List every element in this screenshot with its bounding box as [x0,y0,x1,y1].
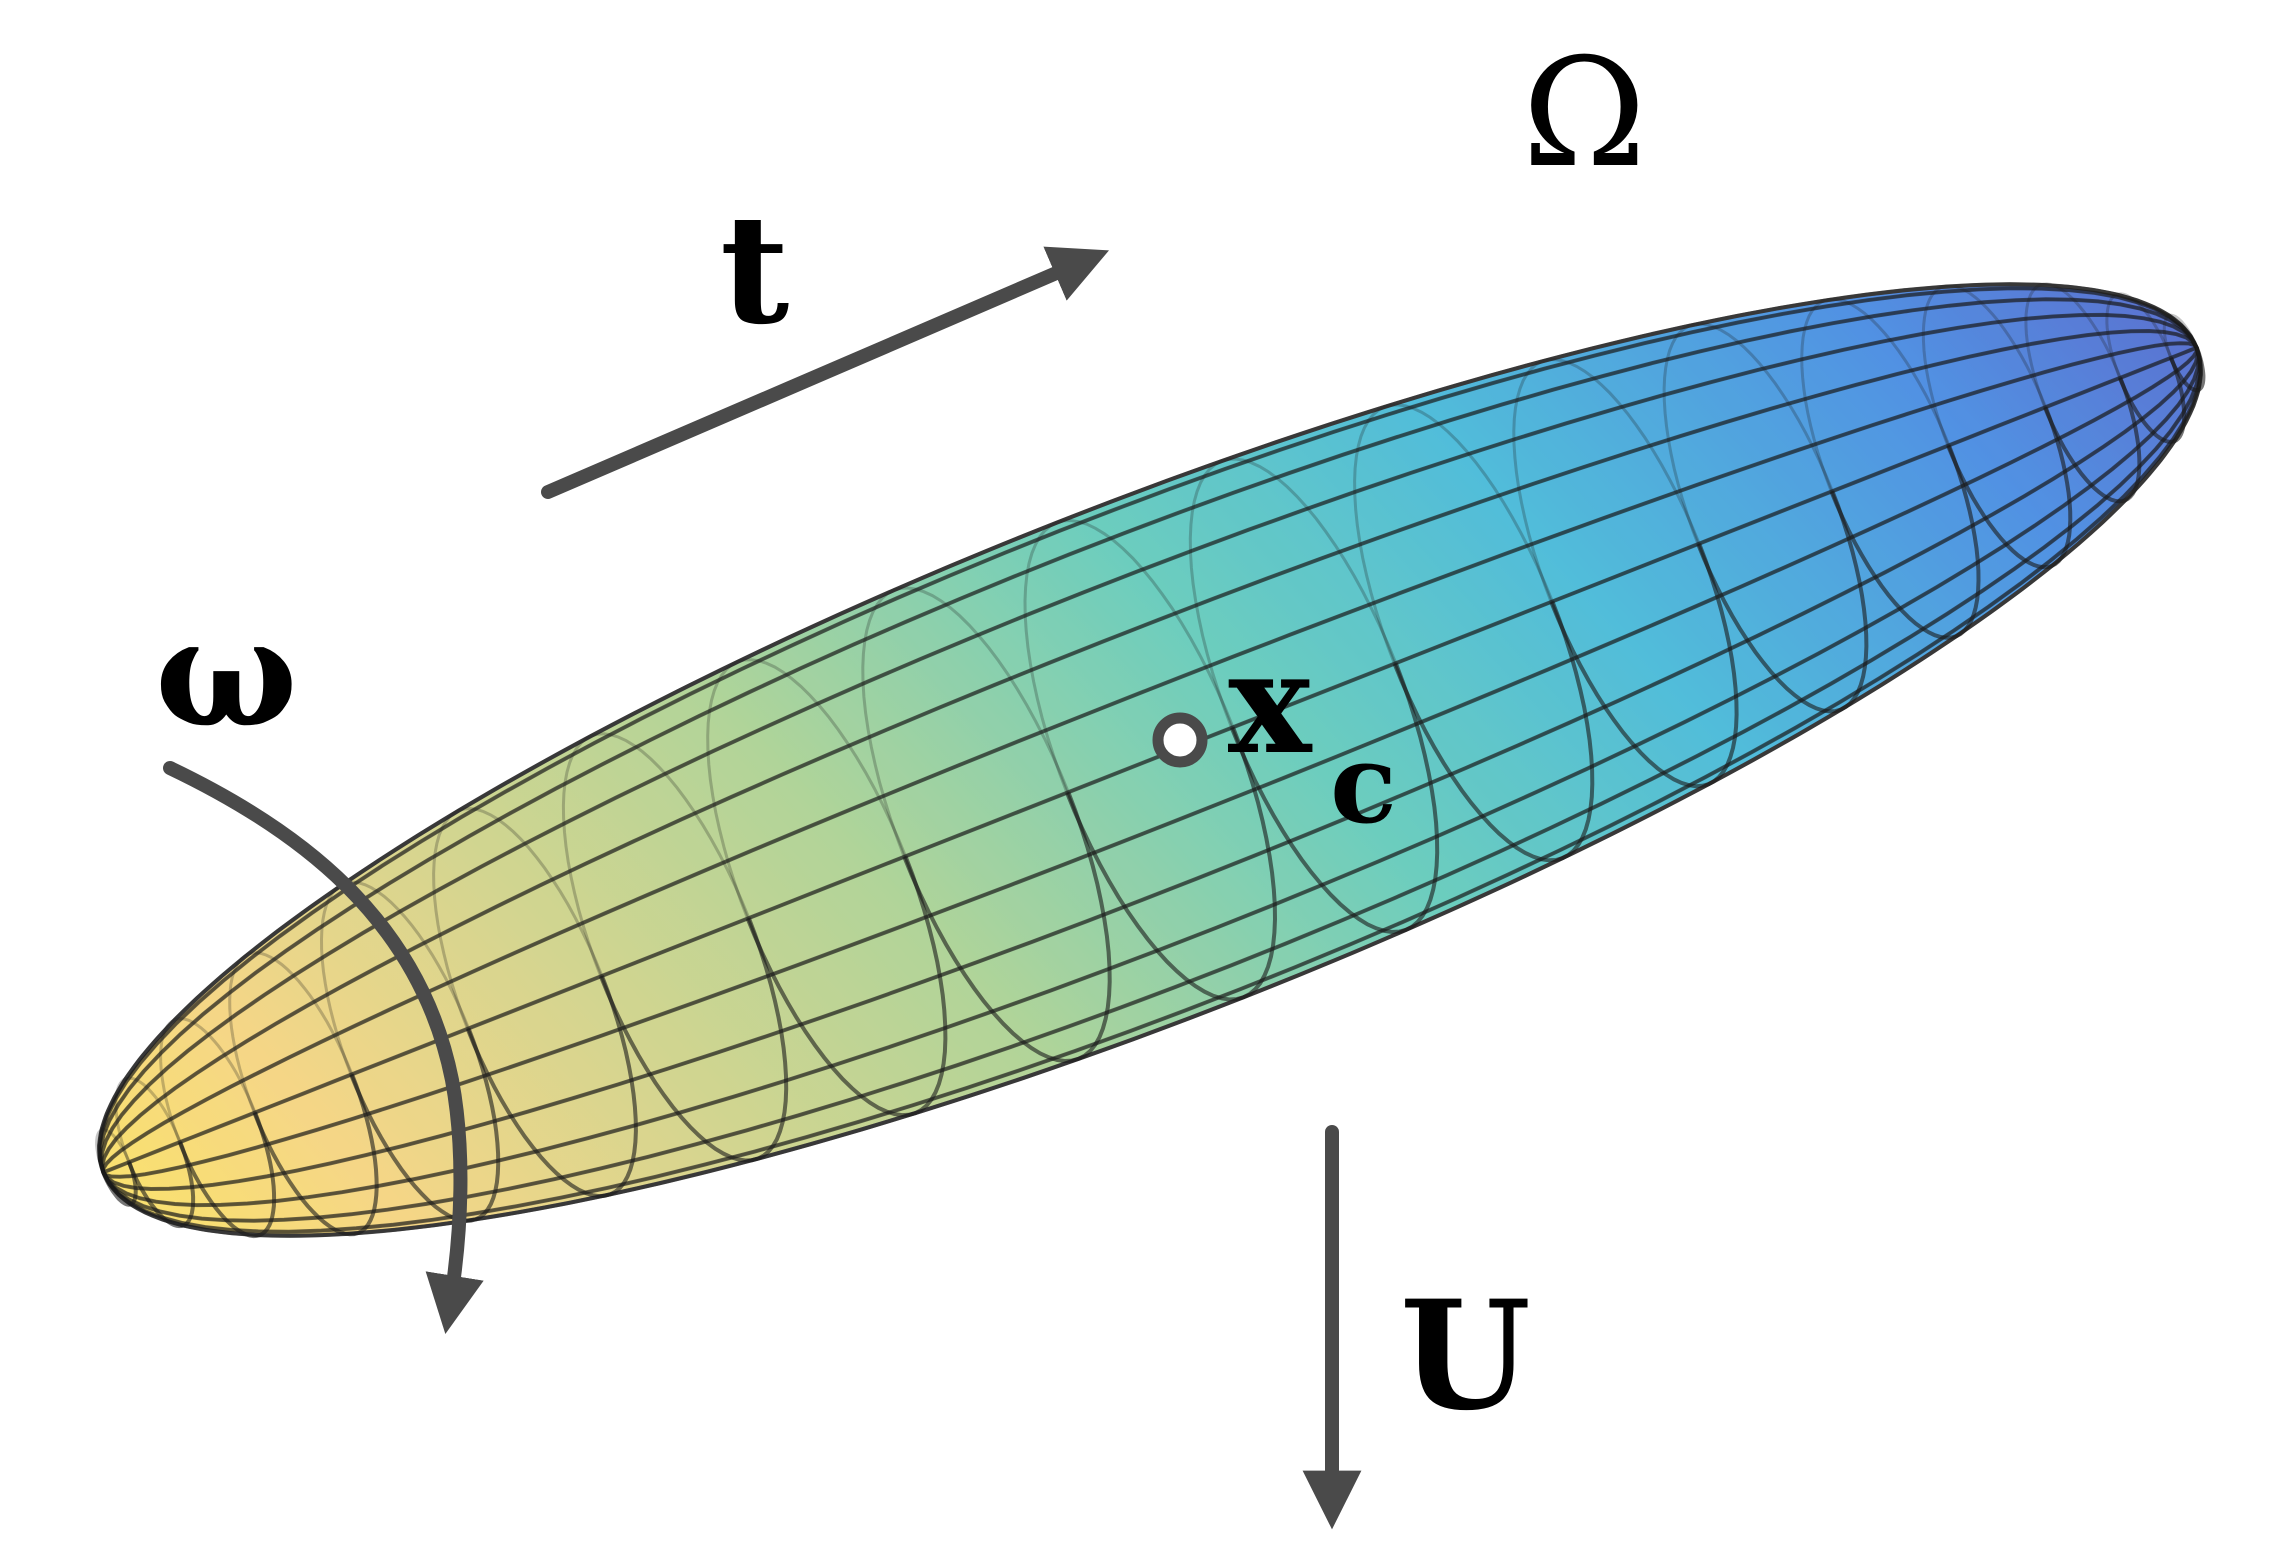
mesh-ring [95,1128,131,1173]
mesh-ring [1921,284,2047,447]
mesh-ring [745,855,948,1118]
mesh-meridian [98,297,2199,1173]
mesh-ring [1353,403,1554,665]
mesh-meridian [101,347,2201,1208]
mesh-meridian [100,328,2199,1173]
mesh-ring [252,1073,379,1237]
mesh-ring [1946,406,2073,570]
center-label-subscript: c [1330,719,1397,848]
mesh-meridian [102,346,2198,1174]
mesh-ring [1229,662,1440,935]
mesh-meridian [97,286,2199,1173]
mesh-ring [2162,313,2199,359]
mesh-ring [1549,542,1739,789]
mesh-meridian [102,347,2201,1207]
mesh-ring [1023,518,1235,794]
mesh-ring [177,1111,277,1239]
mesh-ring [1696,490,1869,714]
mesh-meridian [101,347,2199,1179]
mesh-ring [1662,322,1834,545]
mesh-ring [2117,357,2187,444]
mesh-ring [2168,346,2206,393]
mesh-ring [349,1027,501,1223]
surface-mesh [95,282,2206,1239]
mesh-ring [2043,377,2142,504]
mesh-meridian [98,286,2199,1173]
tangent-arrow [541,246,1110,499]
mesh-meridian [99,312,2199,1173]
mesh-ring [1188,457,1398,729]
mesh-ring [1800,297,1951,493]
center-label: x c [1228,622,1397,848]
domain-label: Ω [1522,27,1646,201]
mesh-ring [598,917,789,1163]
angular-velocity-label: ω [155,585,298,761]
ellipsoid-body [95,282,2206,1239]
tangent-label: t [720,182,789,358]
mesh-ring [706,658,907,920]
mesh-ring [2105,292,2173,379]
mesh-meridian [99,313,2198,1173]
mesh-ring [159,1017,257,1143]
mesh-ring [561,732,751,977]
mesh-ring [861,586,1070,858]
mesh-ring [1512,357,1701,603]
mesh-ring [1829,444,1981,640]
mesh-meridian [97,282,2199,1173]
mesh-ring [101,1161,138,1207]
mesh-ring [114,1076,182,1163]
mesh-ring [1065,726,1278,1002]
mesh-meridian [101,347,2202,1223]
mesh-meridian [98,297,2199,1173]
center-point [1152,712,1208,768]
mesh-meridian [101,347,2203,1234]
mesh-ring [1392,600,1595,863]
mesh-meridian [100,329,2198,1173]
mesh-meridian [102,347,2200,1191]
mesh-ring [126,1141,196,1229]
mesh-meridian [102,345,2198,1175]
mesh-meridian [101,347,2202,1234]
mesh-meridian [101,347,2200,1192]
mesh-ring [465,975,638,1199]
velocity-label: U [1400,1268,1531,1444]
mesh-meridian [102,347,2199,1179]
mesh-meridian [101,347,2202,1223]
rotation-arrow [163,761,484,1335]
mesh-ring [432,807,604,1030]
mesh-ring [902,791,1112,1064]
mesh-meridian [101,341,2198,1173]
mesh-ring [2024,282,2122,409]
mesh-ring [228,951,354,1114]
mesh-meridian [101,341,2199,1173]
center-label-main: x [1228,622,1313,786]
